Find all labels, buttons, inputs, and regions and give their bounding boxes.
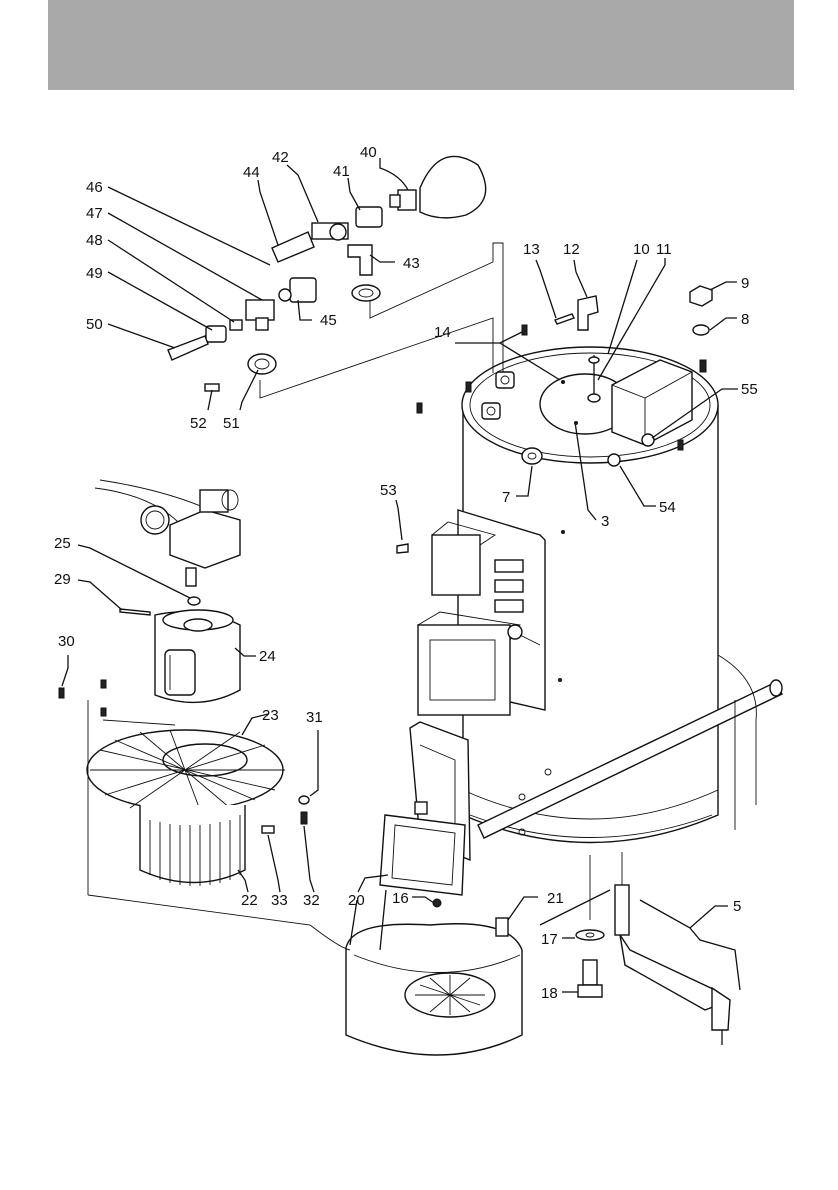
callout-42: 42	[272, 149, 289, 166]
callout-32: 32	[303, 892, 320, 909]
callout-54: 54	[659, 499, 676, 516]
callout-11: 11	[656, 241, 672, 258]
callout-53: 53	[380, 482, 397, 499]
callout-17: 17	[541, 931, 558, 948]
callout-41: 41	[333, 163, 350, 180]
callout-20: 20	[348, 892, 365, 909]
callout-24: 24	[259, 648, 276, 665]
callout-25: 25	[54, 535, 71, 552]
callout-43: 43	[403, 255, 420, 272]
callout-31: 31	[306, 709, 323, 726]
callout-29: 29	[54, 571, 71, 588]
callout-50: 50	[86, 316, 103, 333]
callout-23: 23	[262, 707, 279, 724]
callout-13: 13	[523, 241, 540, 258]
callout-8: 8	[741, 311, 749, 328]
control-panel	[418, 510, 545, 715]
callout-12: 12	[563, 241, 580, 258]
callout-33: 33	[271, 892, 288, 909]
callout-49: 49	[86, 265, 103, 282]
callout-14: 14	[434, 324, 451, 341]
callout-5: 5	[733, 898, 741, 915]
callout-22: 22	[241, 892, 258, 909]
callout-30: 30	[58, 633, 75, 650]
callout-48: 48	[86, 232, 103, 249]
callout-46: 46	[86, 179, 103, 196]
callout-45: 45	[320, 312, 337, 329]
callout-16: 16	[392, 890, 409, 907]
callout-51: 51	[223, 415, 240, 432]
callout-40: 40	[360, 144, 377, 161]
callout-44: 44	[243, 164, 260, 181]
callout-55: 55	[741, 381, 758, 398]
callout-47: 47	[86, 205, 103, 222]
callout-3: 3	[601, 513, 609, 530]
callout-10: 10	[633, 241, 650, 258]
callout-18: 18	[541, 985, 558, 1002]
callout-21: 21	[547, 890, 564, 907]
callout-7: 7	[502, 489, 510, 506]
callout-9: 9	[741, 275, 749, 292]
callout-52: 52	[190, 415, 207, 432]
